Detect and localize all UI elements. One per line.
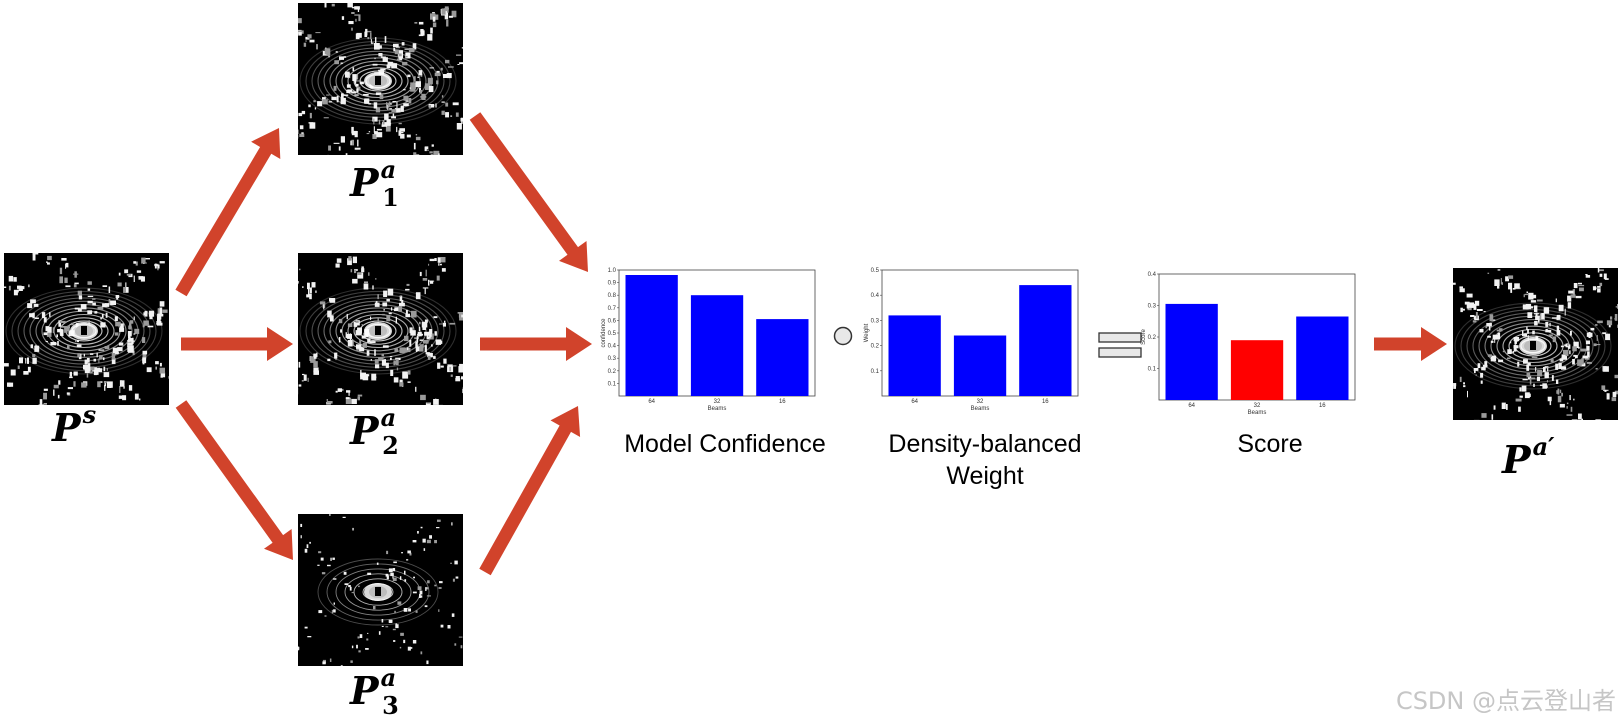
y-tick-label: 0.1 (1148, 367, 1157, 373)
bar (1231, 340, 1283, 400)
equals-operator-icon (1098, 331, 1142, 359)
y-tick-label: 0.5 (608, 331, 617, 337)
x-tick-label: 16 (779, 399, 786, 405)
y-tick-label: 0.2 (871, 344, 880, 350)
flow-arrow (176, 400, 293, 560)
y-tick-label: 0.2 (608, 369, 617, 375)
lidar-scan-image (298, 514, 463, 666)
flow-arrow (175, 128, 280, 296)
y-tick-label: 0.3 (608, 356, 617, 362)
lidar-scan-image (298, 253, 463, 405)
bar (954, 336, 1006, 397)
bar-chart: 0.10.20.30.40.50.60.70.80.91.0confidence… (605, 268, 825, 416)
x-axis-label: Beams (708, 406, 727, 412)
label-ps: Ps (52, 405, 96, 450)
y-tick-label: 0.4 (871, 293, 880, 299)
label-sup: a (381, 663, 397, 692)
x-tick-label: 64 (1188, 403, 1195, 409)
lidar-scan-image (4, 253, 169, 405)
x-tick-label: 16 (1042, 399, 1049, 405)
flow-arrow (479, 406, 580, 575)
label-base: P (350, 668, 379, 713)
y-tick-label: 0.5 (871, 268, 880, 274)
watermark: CSDN @点云登山者 (1396, 681, 1616, 716)
caption-model-confidence: Model Confidence (600, 428, 850, 460)
label-p3: Pa3 (350, 668, 399, 713)
lidar-scan-image (1453, 268, 1618, 420)
bar (691, 295, 743, 396)
y-tick-label: 1.0 (608, 268, 617, 274)
x-axis-label: Beams (971, 406, 990, 412)
label-base: P (350, 160, 379, 205)
flow-arrow (181, 327, 293, 361)
label-p1: Pa1 (350, 160, 399, 205)
label-sub: 2 (382, 431, 399, 460)
label-p2: Pa2 (350, 408, 399, 453)
y-tick-label: 0.9 (608, 281, 617, 287)
label-sup: a′ (1533, 432, 1555, 461)
label-sup: a (381, 155, 397, 184)
x-tick-label: 64 (911, 399, 918, 405)
label-sub: 3 (382, 691, 399, 720)
label-sup: s (83, 400, 97, 429)
label-pout: Pa′ (1502, 437, 1554, 482)
flow-arrow (470, 112, 588, 272)
x-tick-label: 32 (1254, 403, 1261, 409)
bar (1019, 285, 1071, 396)
x-tick-label: 64 (648, 399, 655, 405)
y-tick-label: 0.4 (608, 344, 617, 350)
x-tick-label: 32 (714, 399, 721, 405)
scan-p2 (298, 253, 463, 405)
y-axis-label: Weight (864, 323, 870, 342)
label-sup: a (381, 403, 397, 432)
y-tick-label: 0.1 (608, 381, 617, 387)
label-sub: 1 (382, 183, 399, 212)
scan-p3 (298, 514, 463, 666)
y-axis-label: confidence (601, 318, 607, 348)
y-tick-label: 0.7 (608, 306, 617, 312)
bar (1296, 317, 1348, 401)
hadamard-operator-icon (832, 325, 854, 347)
label-base: P (1502, 437, 1531, 482)
flow-arrow (480, 327, 592, 361)
y-tick-label: 0.6 (608, 318, 617, 324)
y-tick-label: 0.4 (1148, 272, 1157, 278)
lidar-scan-image (298, 3, 463, 155)
y-tick-label: 0.2 (1148, 335, 1157, 341)
bar (756, 319, 808, 396)
bar (626, 275, 678, 396)
x-tick-label: 32 (977, 399, 984, 405)
caption-line: Density-balanced (888, 430, 1081, 458)
label-base: P (350, 408, 379, 453)
y-tick-label: 0.1 (871, 369, 880, 375)
caption-line: Weight (946, 462, 1023, 490)
scan-p1 (298, 3, 463, 155)
scan-ps (4, 253, 169, 405)
caption-score: Score (1170, 428, 1370, 460)
x-axis-label: Beams (1248, 410, 1267, 416)
bar (1166, 304, 1218, 400)
y-tick-label: 0.3 (871, 318, 880, 324)
bar (889, 315, 941, 396)
scan-pout (1453, 268, 1618, 420)
label-base: P (52, 405, 81, 450)
y-tick-label: 0.3 (1148, 304, 1157, 310)
x-tick-label: 16 (1319, 403, 1326, 409)
flow-arrow (1374, 327, 1447, 361)
y-tick-label: 0.8 (608, 293, 617, 299)
